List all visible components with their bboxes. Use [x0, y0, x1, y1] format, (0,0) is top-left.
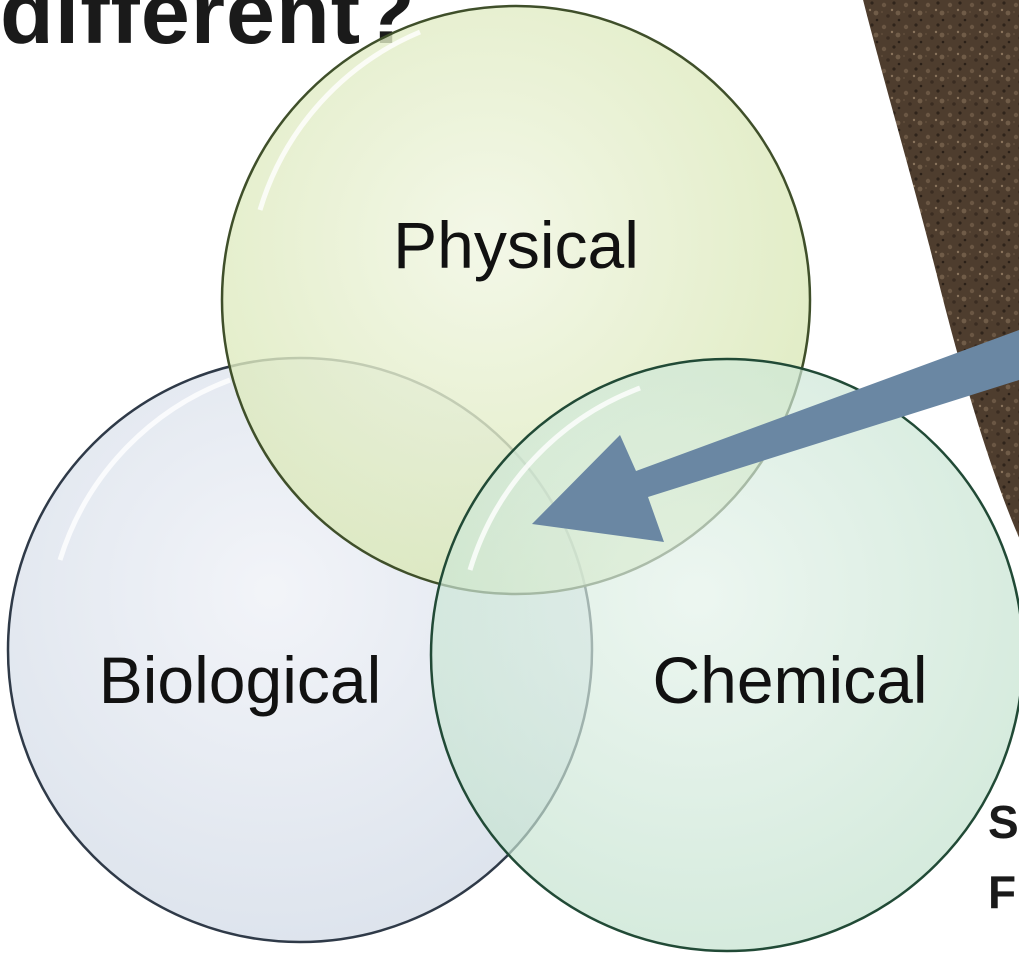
chemical-label: Chemical	[652, 642, 927, 718]
biological-label: Biological	[99, 642, 382, 718]
cut-text-line-1: S	[988, 795, 1019, 849]
physical-label: Physical	[393, 207, 639, 283]
cut-text-line-2: F	[988, 865, 1016, 919]
